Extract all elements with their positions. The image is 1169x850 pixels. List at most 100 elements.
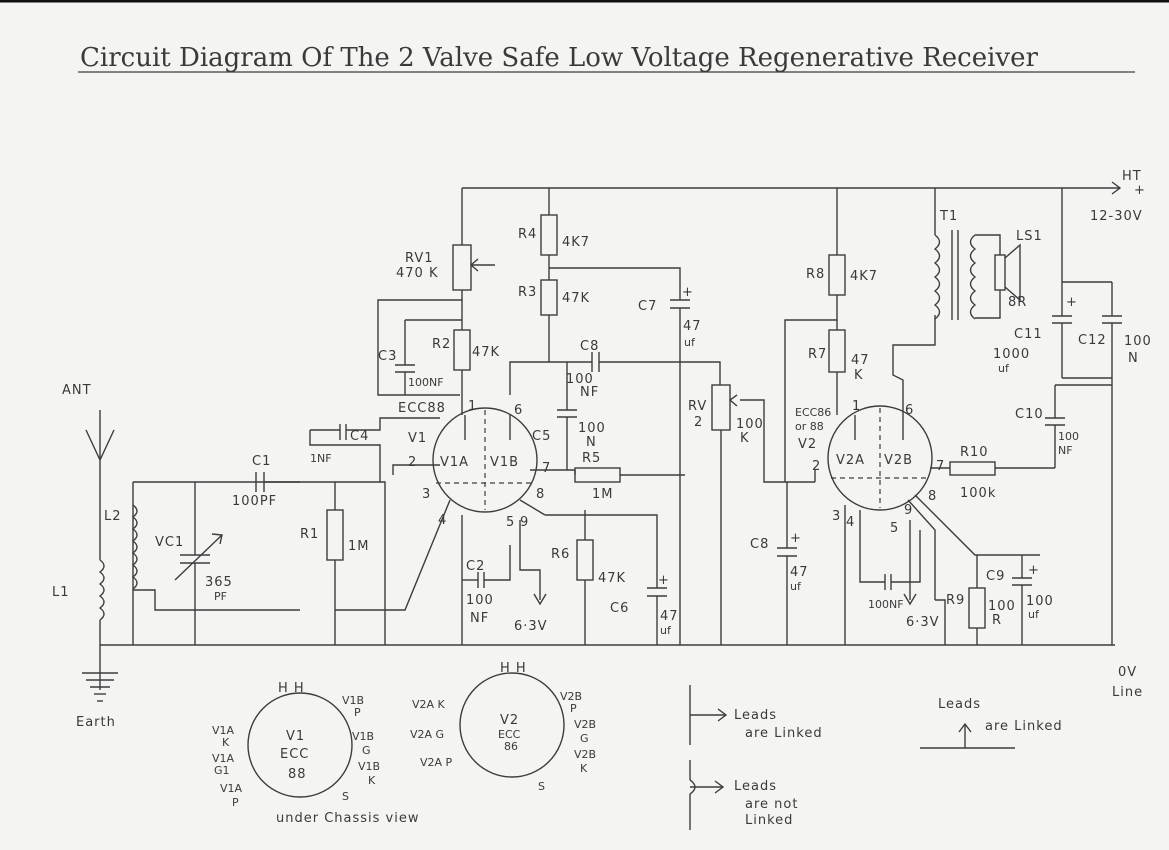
r10-value: 100k bbox=[960, 486, 996, 501]
c4-capacitor bbox=[339, 424, 347, 440]
legend-linked-line1: Leads bbox=[734, 708, 777, 723]
basing-v2-center1: V2 bbox=[500, 713, 519, 728]
r4-value: 4K7 bbox=[562, 235, 590, 250]
v1-pin5: 5 bbox=[506, 515, 515, 530]
r9-name: R9 bbox=[946, 593, 965, 608]
heater-v1: 6·3V bbox=[514, 619, 548, 634]
c12-unit: N bbox=[1128, 351, 1139, 366]
c8b-pol: + bbox=[790, 531, 802, 546]
basing-v2-left2: V2A P bbox=[420, 756, 453, 769]
c8a-value: 100 bbox=[566, 372, 594, 387]
c9-value: 100 bbox=[1026, 594, 1054, 609]
c11-unit: uf bbox=[998, 362, 1010, 375]
c10-name: C10 bbox=[1015, 407, 1044, 422]
zero-volt-label: 0V bbox=[1118, 665, 1137, 680]
r9-value: 100 bbox=[988, 599, 1016, 614]
basing-v1-center2: ECC bbox=[280, 747, 309, 762]
coil-l1 bbox=[98, 559, 105, 690]
c9-pol: + bbox=[1028, 563, 1040, 578]
rv1-name: RV1 bbox=[405, 251, 434, 266]
r2-value: 47K bbox=[472, 345, 500, 360]
legend-linked-symbol bbox=[689, 685, 728, 745]
v2-pin2: 2 bbox=[812, 459, 821, 474]
basing-v1-s: S bbox=[342, 790, 349, 803]
valve-v1 bbox=[335, 407, 575, 611]
vc1-unit: PF bbox=[214, 590, 227, 603]
r7-value: 47 bbox=[851, 353, 870, 368]
basing-v1-right3: G bbox=[362, 744, 371, 757]
c6-unit: uf bbox=[660, 624, 672, 637]
v2-pin7: 7 bbox=[936, 459, 945, 474]
zero-volt-sub: Line bbox=[1112, 685, 1143, 700]
r1-value: 1M bbox=[348, 539, 370, 554]
c12-name: C12 bbox=[1078, 333, 1107, 348]
basing-v1-left5: P bbox=[232, 796, 239, 809]
basing-v2-center3: 86 bbox=[504, 740, 518, 753]
r9-unit: R bbox=[992, 613, 1002, 628]
r7-name: R7 bbox=[808, 347, 827, 362]
ht-plus: + bbox=[1134, 183, 1146, 198]
c5-name: C5 bbox=[532, 429, 551, 444]
v1-pin2: 2 bbox=[408, 455, 417, 470]
v2-type2: or 88 bbox=[795, 420, 824, 433]
basing-v2-hh: H H bbox=[500, 661, 527, 676]
c8a-name: C8 bbox=[580, 339, 599, 354]
basing-v2-right4: V2B bbox=[574, 748, 596, 761]
l1-label: L1 bbox=[52, 585, 70, 600]
c4-name: C4 bbox=[350, 429, 369, 444]
v1-pin6: 6 bbox=[514, 403, 523, 418]
v1-pin1: 1 bbox=[468, 399, 477, 414]
r6-value: 47K bbox=[598, 571, 626, 586]
legend-linked2-line2: are Linked bbox=[985, 719, 1063, 734]
rv1-value: 470 K bbox=[396, 266, 438, 281]
c9-unit: uf bbox=[1028, 608, 1040, 621]
basing-v2-right3: G bbox=[580, 732, 589, 745]
c5-value: 100 bbox=[578, 421, 606, 436]
v1-pin9: 9 bbox=[520, 515, 529, 530]
basing-v1-left2: V1A bbox=[212, 752, 235, 765]
basing-v2-s: S bbox=[538, 780, 545, 793]
basing-v1-right4: V1B bbox=[358, 760, 380, 773]
legend-linked-line2: are Linked bbox=[745, 726, 823, 741]
v2-pin1: 1 bbox=[852, 399, 861, 414]
legend-not-linked-line2: are not bbox=[745, 797, 798, 812]
c3-name: C3 bbox=[378, 349, 397, 364]
ht-label: HT bbox=[1122, 169, 1142, 184]
c4-value: 1NF bbox=[310, 452, 332, 465]
c8b-name: C8 bbox=[750, 537, 769, 552]
speaker-ls1 bbox=[994, 243, 1021, 302]
v2-pin8: 8 bbox=[928, 489, 937, 504]
basing-v1 bbox=[247, 692, 353, 798]
ht-range: 12-30V bbox=[1090, 209, 1143, 224]
r8-value: 4K7 bbox=[850, 269, 878, 284]
c5-unit: N bbox=[586, 435, 597, 450]
v2-name: V2 bbox=[798, 437, 817, 452]
v1-pin4: 4 bbox=[438, 513, 447, 528]
rv2-name: RV bbox=[688, 399, 707, 414]
c11-value: 1000 bbox=[993, 347, 1030, 362]
l2-label: L2 bbox=[104, 509, 122, 524]
c1-value: 100PF bbox=[232, 494, 277, 509]
v1-section-a: V1A bbox=[440, 455, 469, 470]
r4-name: R4 bbox=[518, 227, 537, 242]
ant-label: ANT bbox=[62, 383, 92, 398]
legend-not-linked-line3: Linked bbox=[745, 813, 793, 828]
valve-v2 bbox=[827, 405, 1040, 600]
basing-v1-left0: V1A bbox=[212, 724, 235, 737]
r10-name: R10 bbox=[960, 445, 989, 460]
r8-name: R8 bbox=[806, 267, 825, 282]
v2-section-b: V2B bbox=[884, 453, 913, 468]
basing-v2 bbox=[459, 672, 565, 778]
v1-pin7: 7 bbox=[542, 461, 551, 476]
basing-v1-right5: K bbox=[368, 774, 376, 787]
basing-v2-left0: V2A K bbox=[412, 698, 446, 711]
r3-name: R3 bbox=[518, 285, 537, 300]
ls1-value: 8R bbox=[1008, 295, 1027, 310]
c-bypass2-value: 100NF bbox=[868, 598, 904, 611]
c3-value: 100NF bbox=[408, 376, 444, 389]
c11-name: C11 bbox=[1014, 327, 1043, 342]
c1-name: C1 bbox=[252, 454, 271, 469]
basing-v1-center1: V1 bbox=[286, 729, 305, 744]
v2-pin5: 5 bbox=[890, 521, 899, 536]
basing-v1-left1: K bbox=[222, 736, 230, 749]
